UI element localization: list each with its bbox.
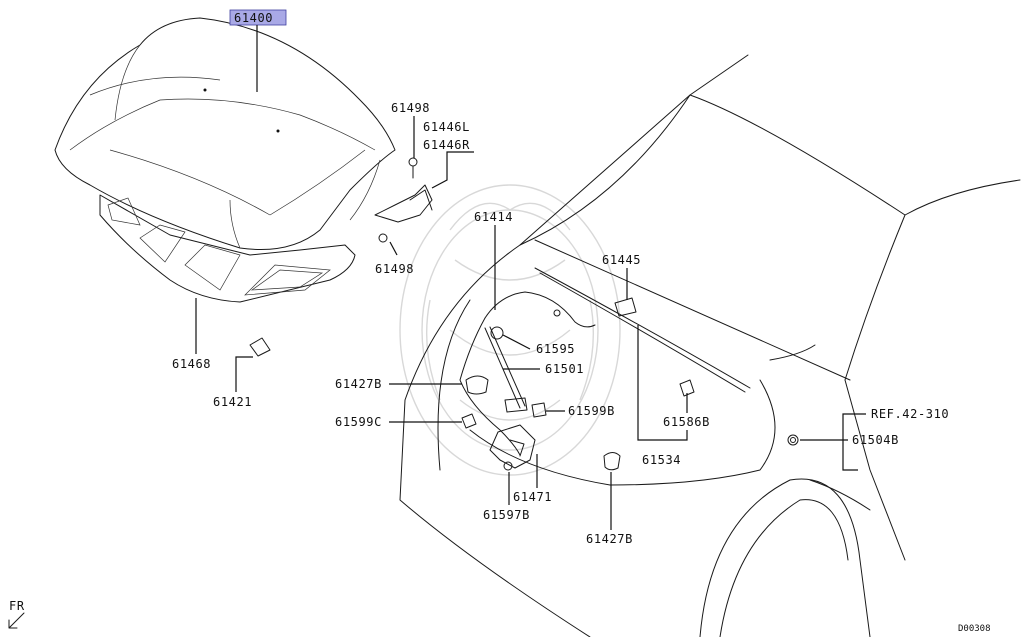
diagram-code: D00308 [958,624,991,634]
label-61400[interactable]: 61400 [234,11,273,25]
label-61597b[interactable]: 61597B [483,508,530,522]
label-61595[interactable]: 61595 [536,342,575,356]
label-61501[interactable]: 61501 [545,362,584,376]
hood-hinge [374,157,433,243]
label-61427b-right[interactable]: 61427B [586,532,633,546]
label-61498-top[interactable]: 61498 [391,101,430,115]
label-61599c[interactable]: 61599C [335,415,382,429]
part-labels: 61400 61498 61446L 61446R 61498 61414 61… [172,11,949,546]
label-61498-bottom[interactable]: 61498 [375,262,414,276]
hood-label-highlight [229,9,287,26]
label-61471[interactable]: 61471 [513,490,552,504]
label-61427b-left[interactable]: 61427B [335,377,382,391]
small-parts [249,297,799,471]
hood-stay [484,326,528,413]
label-61446r[interactable]: 61446R [423,138,470,152]
hood-panel [54,17,396,251]
label-61414[interactable]: 61414 [474,210,513,224]
label-ref-42-310[interactable]: REF.42-310 [871,407,949,421]
release-cable [459,291,596,456]
label-61468[interactable]: 61468 [172,357,211,371]
front-marker: FR [8,599,25,629]
front-arrow-icon [8,612,25,629]
hood-lock [489,424,536,471]
label-61504b[interactable]: 61504B [852,433,899,447]
label-61586b[interactable]: 61586B [663,415,710,429]
watermark-emblem [399,184,621,476]
leader-lines [195,25,866,530]
front-marker-label: FR [9,599,25,613]
label-61534[interactable]: 61534 [642,453,681,467]
label-61446l[interactable]: 61446L [423,120,470,134]
label-61599b[interactable]: 61599B [568,404,615,418]
label-61421[interactable]: 61421 [213,395,252,409]
hood-insulator [99,194,356,303]
label-61445[interactable]: 61445 [602,253,641,267]
weatherstrip [534,267,751,393]
